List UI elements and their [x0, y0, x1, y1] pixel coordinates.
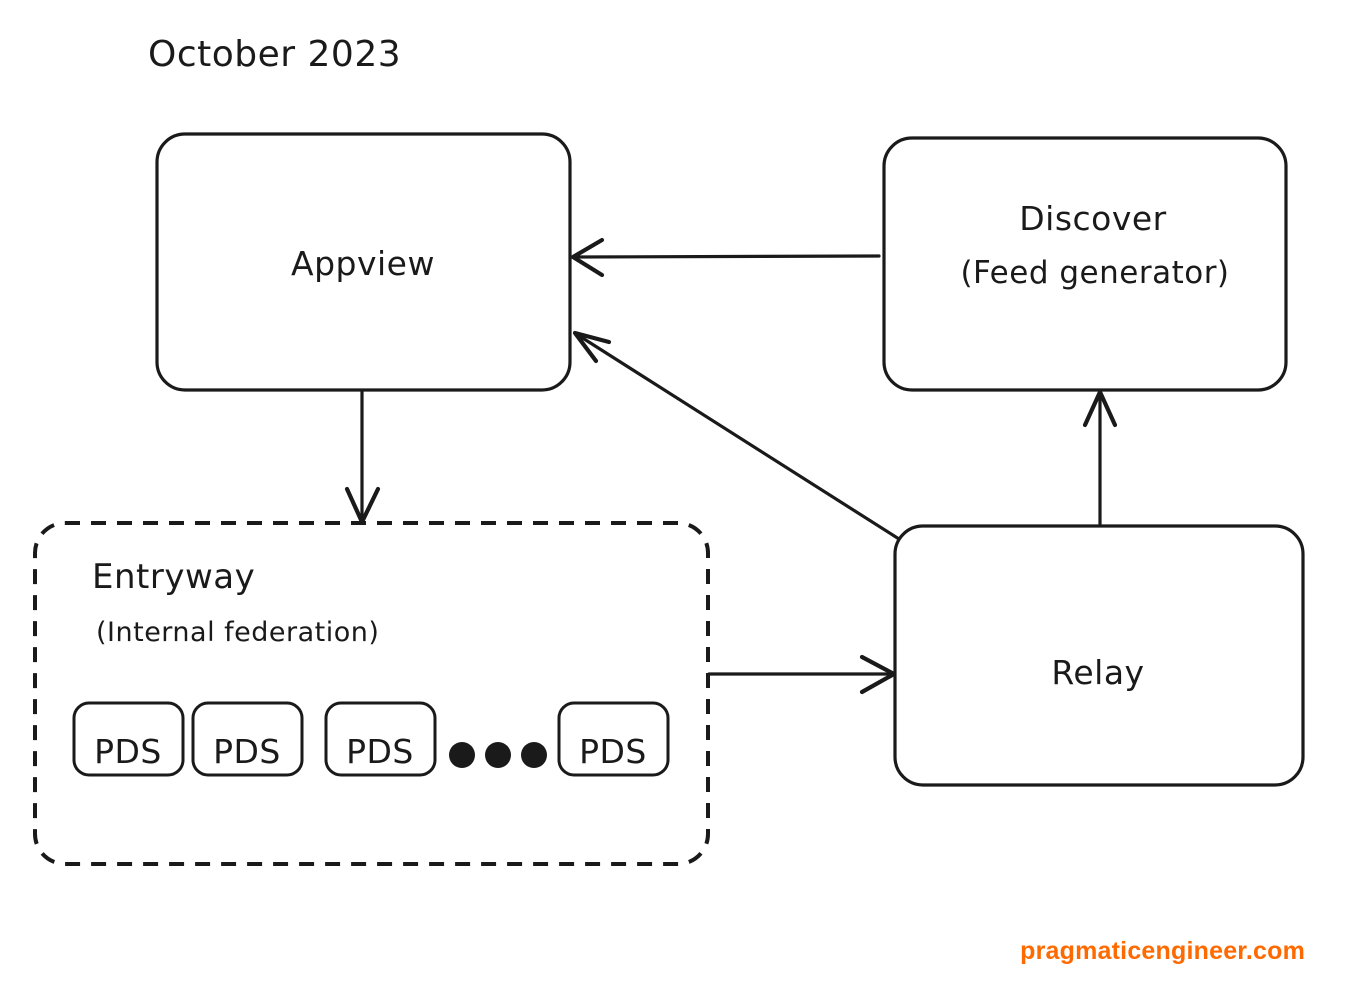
node-pds-3-label: PDS: [346, 732, 414, 771]
node-pds-4-label: PDS: [579, 732, 647, 771]
edge-appview-to-entryway: [344, 389, 381, 525]
node-relay-label: Relay: [1051, 653, 1144, 692]
node-pds-1-label: PDS: [94, 732, 162, 771]
node-relay[interactable]: Relay: [893, 524, 1305, 787]
ellipsis-icon: [449, 742, 547, 768]
node-discover-sublabel: (Feed generator): [960, 255, 1229, 291]
node-pds-3[interactable]: PDS: [324, 701, 437, 777]
node-discover-label: Discover: [1019, 199, 1167, 238]
node-pds-2-shape: [191, 701, 304, 777]
node-pds-4[interactable]: PDS: [557, 701, 670, 777]
page-title: October 2023: [148, 34, 401, 75]
watermark: pragmaticengineer.com: [1020, 937, 1305, 965]
node-discover-shape: [882, 136, 1288, 392]
node-discover[interactable]: Discover (Feed generator): [882, 136, 1288, 392]
node-appview-shape: [155, 132, 572, 392]
edge-entryway-to-relay: [707, 654, 897, 695]
node-pds-1-shape: [72, 701, 185, 777]
group-entryway-subtitle: (Internal federation): [96, 617, 379, 648]
node-appview[interactable]: Appview: [155, 132, 572, 392]
edge-discover-to-appview: [570, 237, 881, 278]
node-pds-2-label: PDS: [213, 732, 281, 771]
node-appview-label: Appview: [291, 244, 435, 283]
node-pds-3-shape: [324, 701, 437, 777]
group-entryway[interactable]: Entryway (Internal federation) PDS PDS P…: [33, 521, 710, 866]
node-pds-2[interactable]: PDS: [191, 701, 304, 777]
edge-relay-to-appview: [572, 330, 901, 541]
node-relay-shape: [893, 524, 1305, 787]
node-pds-1[interactable]: PDS: [72, 701, 185, 777]
node-pds-4-shape: [557, 701, 670, 777]
group-entryway-title: Entryway: [92, 557, 255, 597]
edge-relay-to-discover: [1082, 389, 1118, 526]
